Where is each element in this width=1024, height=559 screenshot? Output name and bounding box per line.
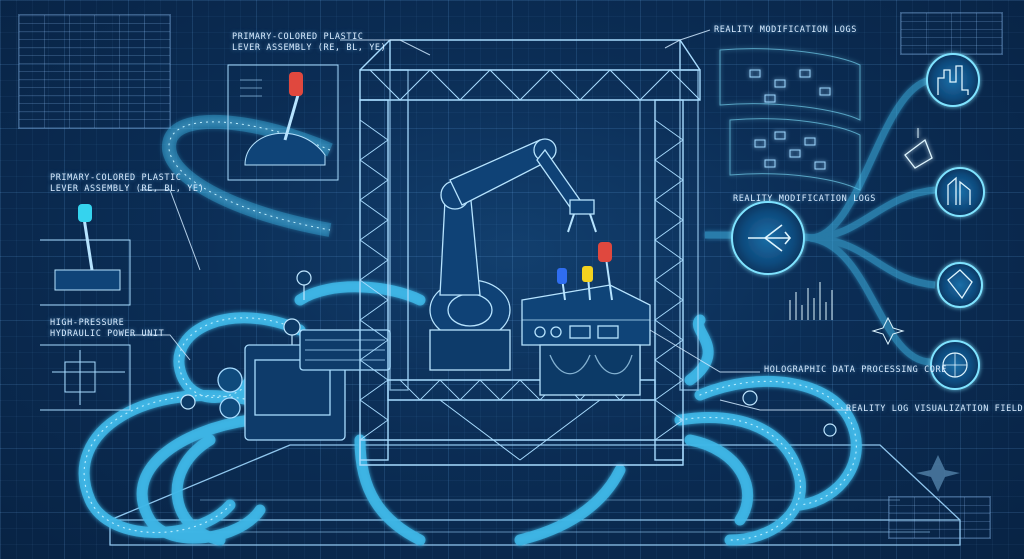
data-ribbon-ring bbox=[161, 114, 333, 237]
buildings-icon bbox=[935, 167, 985, 217]
title-block-bottom-right bbox=[888, 496, 991, 539]
lever-yellow bbox=[582, 266, 593, 301]
log-panels bbox=[719, 48, 861, 191]
label-reality-logs-top: REALITY MODIFICATION LOGS bbox=[714, 25, 857, 35]
label-lever-assembly-left: PRIMARY-COLORED PLASTIC LEVER ASSEMBLY (… bbox=[50, 173, 205, 194]
spec-cell bbox=[144, 119, 170, 128]
sphere-icon bbox=[930, 340, 980, 390]
leader-lines bbox=[130, 29, 850, 411]
robotic-arm bbox=[429, 138, 597, 371]
spec-table-top-left bbox=[18, 14, 171, 129]
lever-inset-left bbox=[40, 204, 131, 306]
hydraulic-inset bbox=[40, 344, 131, 411]
network-hub-icon bbox=[731, 201, 805, 275]
label-visualization-field: REALITY LOG VISUALIZATION FIELD bbox=[846, 404, 1024, 414]
pressure-gauges bbox=[180, 270, 837, 437]
hydraulic-hoses bbox=[78, 281, 862, 546]
label-lever-assembly-top: PRIMARY-COLORED PLASTIC LEVER ASSEMBLY (… bbox=[232, 32, 387, 53]
data-streams bbox=[704, 76, 936, 366]
lever-red bbox=[598, 242, 613, 301]
label-reality-logs-mid: REALITY MODIFICATION LOGS bbox=[733, 194, 876, 204]
spec-table-top-right bbox=[900, 12, 1003, 55]
spec-cell bbox=[964, 529, 990, 538]
truss-frame bbox=[359, 39, 701, 466]
label-holographic-core: HOLOGRAPHIC DATA PROCESSING CORE bbox=[764, 365, 947, 375]
crystal-icon bbox=[937, 262, 983, 308]
control-console bbox=[521, 284, 651, 396]
shard-icon bbox=[904, 128, 933, 169]
sparkle-icon bbox=[871, 316, 905, 346]
city-skyline-icon bbox=[926, 53, 980, 107]
corner-star-icon bbox=[916, 455, 960, 492]
label-hydraulic-power-unit: HIGH-PRESSURE HYDRAULIC POWER UNIT bbox=[50, 318, 165, 339]
lever-inset-top bbox=[227, 64, 339, 181]
spec-cell bbox=[976, 45, 1002, 54]
bar-glyphs bbox=[789, 282, 833, 320]
lever-blue bbox=[557, 268, 567, 301]
